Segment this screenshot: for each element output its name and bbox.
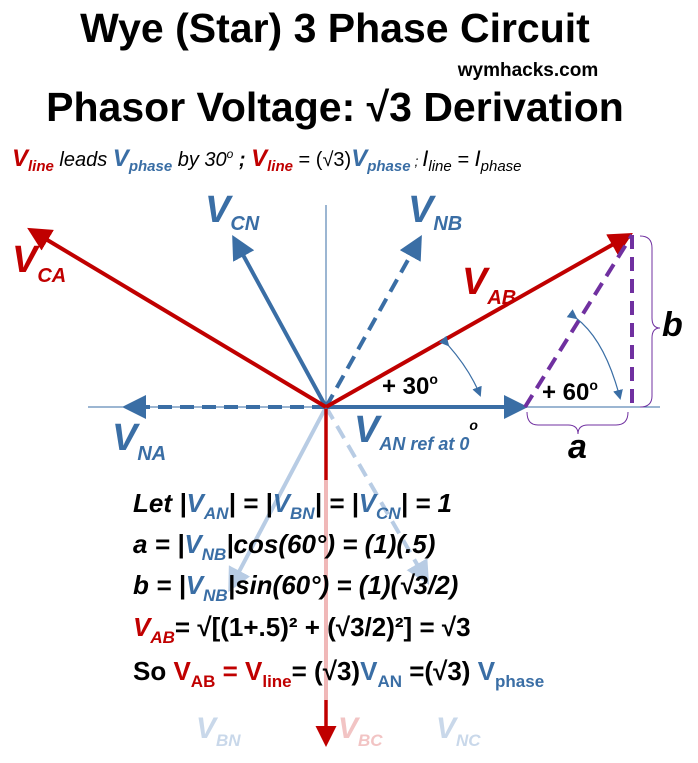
phasor-vbn (228, 406, 328, 593)
phasor-vcn (232, 234, 328, 408)
phasor-vnc (324, 405, 430, 585)
label-vna: VNA (112, 417, 166, 465)
equation-2: a = |VNB|cos(60°) = (1)(.5) (133, 529, 435, 564)
brace-b (639, 235, 661, 408)
equation-3: b = |VNB|sin(60°) = (1)(√3/2) (133, 570, 458, 605)
label-vnb: VNB (408, 189, 462, 235)
label-b: b (662, 306, 683, 344)
angle-60-label: + 60o (542, 377, 598, 406)
label-a: a (568, 428, 587, 466)
title-line-2: Phasor Voltage: √3 Derivation (46, 84, 624, 130)
brace-a (526, 411, 629, 435)
equation-1: Let |VAN| = |VBN| = |VCN| = 1 (133, 488, 452, 523)
subtitle: Vline leads Vphase by 30o ; Vline = (√3)… (12, 145, 522, 175)
equation-4: VAB= √[(1+.5)² + (√3/2)²] = √3 (133, 612, 471, 647)
label-vcn: VCN (205, 189, 260, 235)
phasor-labels: VCN VNB VCA VAB VNA VAN ref at 0o VBN VB… (12, 189, 683, 750)
label-vbc: VBC (338, 712, 383, 750)
angle-arc-30 (438, 335, 482, 397)
phasor-vab (325, 233, 633, 409)
angle-30-label: + 30o (382, 371, 438, 400)
equations: Let |VAN| = |VBN| = |VCN| = 1 a = |VNB|c… (133, 488, 544, 691)
label-vbn: VBN (196, 712, 241, 750)
label-vab: VAB (462, 261, 516, 309)
label-van: VAN ref at 0o (354, 409, 478, 454)
label-vca: VCA (12, 239, 66, 287)
phasor-vca (27, 227, 328, 409)
equation-5: So VAB = Vline= (√3)VAN =(√3) Vphase (133, 656, 544, 691)
angle-arc-60 (566, 309, 623, 400)
site-name: wymhacks.com (457, 60, 598, 81)
label-vnc: VNC (436, 712, 481, 750)
phasor-vnb (324, 235, 422, 408)
title-line-1: Wye (Star) 3 Phase Circuit (80, 5, 590, 51)
